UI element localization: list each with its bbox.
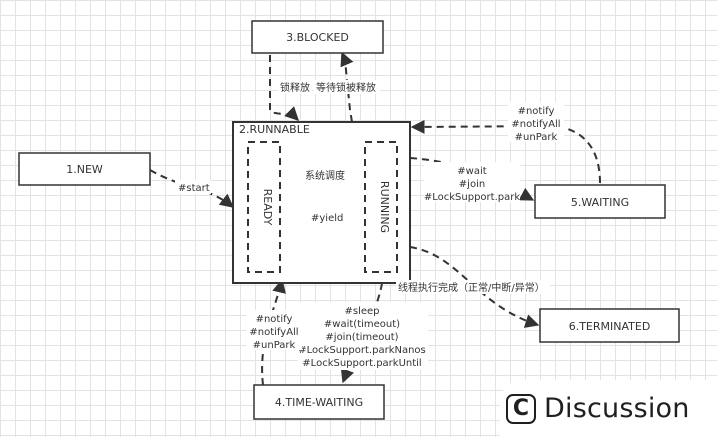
state-terminated: 6.TERMINATED [539,308,680,343]
state-blocked: 3.BLOCKED [251,20,384,54]
label-timed-out: #notify #notifyAll #unPark [246,310,302,351]
label-timed-in-line: #LockSupport.parkUntil [302,358,421,369]
label-wait-lock: 等待锁被释放 [316,81,376,94]
discussion-badge[interactable]: C Discussion [500,380,717,437]
label-timed-in-line: #LockSupport.parkNanos [298,345,426,356]
label-waiting-out-line: #unPark [515,132,558,143]
label-waiting-out-line: #notifyAll [511,119,560,130]
label-waiting-out-line: #notify [518,106,555,117]
edge-lock-release [269,55,299,121]
discussion-label: Discussion [544,393,690,424]
state-terminated-label: 6.TERMINATED [569,320,651,333]
state-time-waiting: 4.TIME-WAITING [253,384,385,420]
state-waiting: 5.WAITING [534,184,666,219]
state-new: 1.NEW [18,152,151,186]
state-running [364,141,398,273]
label-timed-out-line: #unPark [253,340,296,351]
edge-to-terminated [409,246,540,328]
state-runnable-label: 2.RUNNABLE [239,123,310,136]
label-timed-in-line: #join(timeout) [325,332,398,343]
label-timed-out-line: #notify [256,314,293,325]
label-timed-out-line: #notifyAll [249,327,298,338]
label-waiting-out: #notify #notifyAll #unPark [508,102,564,143]
state-time-waiting-label: 4.TIME-WAITING [275,396,363,409]
label-waiting-in-line: #wait [457,166,486,177]
label-waiting-in-line: #join [459,179,485,190]
edge-from-time-waiting [261,278,286,386]
state-running-label: RUNNING [378,181,391,233]
state-waiting-label: 5.WAITING [571,196,629,209]
label-waiting-in: #wait #join #LockSupport.park [424,162,520,203]
label-timed-in: #sleep #wait(timeout) #join(timeout) #Lo… [298,302,428,370]
state-runnable: 2.RUNNABLE READY RUNNING [232,121,411,284]
state-new-label: 1.NEW [66,163,103,176]
label-schedule: 系统调度 [305,169,345,182]
label-start: #start [178,183,210,194]
state-blocked-label: 3.BLOCKED [286,31,349,44]
label-timed-in-line: #wait(timeout) [324,319,400,330]
label-yield: #yield [311,213,343,224]
discussion-logo-icon: C [506,393,536,424]
label-timed-in-line: #sleep [344,306,379,317]
label-finished: 线程执行完成（正常/中断/异常） [398,281,545,294]
state-ready-label: READY [261,189,274,226]
label-waiting-in-line: #LockSupport.park [424,192,520,203]
state-ready [247,141,281,273]
label-lock-release: 锁释放 [280,81,310,94]
